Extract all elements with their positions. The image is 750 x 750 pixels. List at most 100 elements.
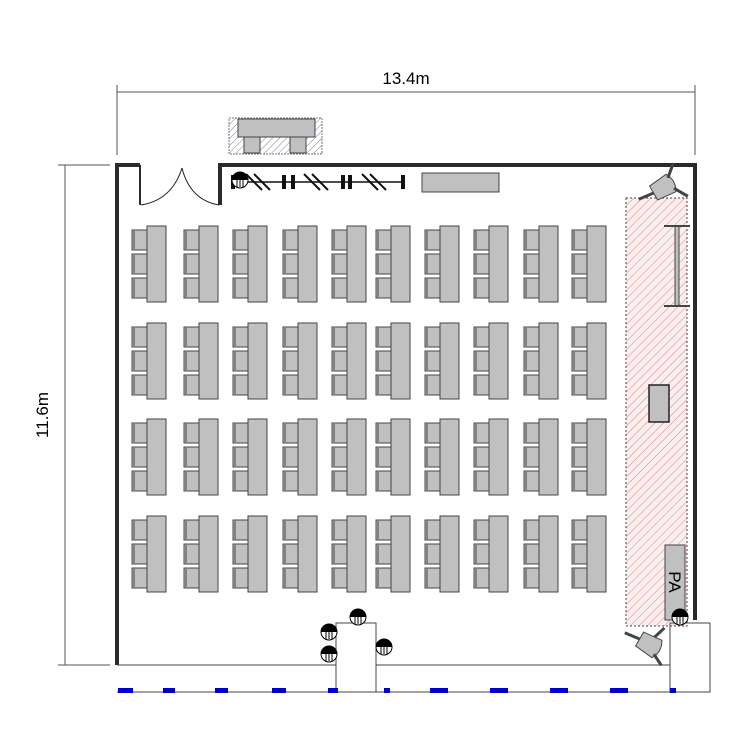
chair (183, 326, 200, 348)
chair (282, 374, 299, 396)
chair (331, 543, 348, 565)
chair (375, 350, 392, 372)
desk (488, 515, 509, 593)
chair (183, 446, 200, 468)
desk-group (282, 515, 318, 593)
chair (571, 422, 588, 444)
chair (282, 422, 299, 444)
desk-group (473, 418, 509, 496)
desk (297, 418, 318, 496)
chair (571, 229, 588, 251)
desk (198, 418, 219, 496)
chair (375, 277, 392, 299)
chair (375, 229, 392, 251)
chair (473, 567, 490, 589)
chair (282, 543, 299, 565)
desk (146, 515, 167, 593)
chair (375, 374, 392, 396)
chair (571, 543, 588, 565)
chair (232, 567, 249, 589)
desk (586, 515, 607, 593)
desk-group (232, 322, 268, 400)
chair (571, 326, 588, 348)
desk-group (331, 322, 367, 400)
chair (523, 543, 540, 565)
chair (183, 567, 200, 589)
desk-group (571, 322, 607, 400)
chair (232, 229, 249, 251)
walls (115, 163, 697, 665)
chair (375, 519, 392, 541)
desk (390, 418, 411, 496)
window (550, 688, 568, 693)
desk-group (424, 225, 460, 303)
window (610, 688, 628, 693)
chair (473, 326, 490, 348)
desk-group (331, 418, 367, 496)
chair (183, 470, 200, 492)
desk (346, 418, 367, 496)
chair (131, 422, 148, 444)
windows (118, 688, 676, 693)
desk (346, 225, 367, 303)
chair (183, 543, 200, 565)
chair (473, 446, 490, 468)
desk-group (232, 515, 268, 593)
lights (231, 171, 689, 663)
chair (131, 543, 148, 565)
desk (586, 322, 607, 400)
desk-group (523, 515, 559, 593)
light-stand-icon (320, 645, 338, 663)
light-stand-icon (375, 638, 393, 656)
chair (232, 446, 249, 468)
chair (331, 277, 348, 299)
entrance-door[interactable] (140, 167, 220, 206)
chair (523, 446, 540, 468)
chair (523, 350, 540, 372)
chair (571, 446, 588, 468)
desk (390, 322, 411, 400)
chair (232, 350, 249, 372)
chair (331, 253, 348, 275)
desk (538, 322, 559, 400)
chair (571, 253, 588, 275)
chair (473, 229, 490, 251)
desk (146, 418, 167, 496)
chair (282, 350, 299, 372)
chair (473, 253, 490, 275)
chair (424, 350, 441, 372)
chair (375, 253, 392, 275)
chair (331, 519, 348, 541)
chair (523, 567, 540, 589)
desk-group (131, 418, 167, 496)
chair (375, 422, 392, 444)
desk-group (424, 322, 460, 400)
desk (439, 515, 460, 593)
desk (346, 322, 367, 400)
desk (247, 225, 268, 303)
desk-group (523, 418, 559, 496)
desk (247, 322, 268, 400)
window (430, 688, 448, 693)
desk-group (131, 225, 167, 303)
chair (424, 519, 441, 541)
desk (247, 515, 268, 593)
chair (331, 350, 348, 372)
window (272, 688, 286, 693)
desk-group (375, 515, 411, 593)
desk-group (473, 225, 509, 303)
desk-group (331, 225, 367, 303)
lectern (648, 384, 670, 423)
desk-group (183, 225, 219, 303)
chair (131, 374, 148, 396)
chair (282, 277, 299, 299)
chair (232, 543, 249, 565)
chair (183, 374, 200, 396)
chair (473, 543, 490, 565)
chair (232, 422, 249, 444)
chair (473, 350, 490, 372)
light-stand-icon (320, 623, 338, 641)
desk (488, 418, 509, 496)
chair (571, 350, 588, 372)
chair (131, 326, 148, 348)
